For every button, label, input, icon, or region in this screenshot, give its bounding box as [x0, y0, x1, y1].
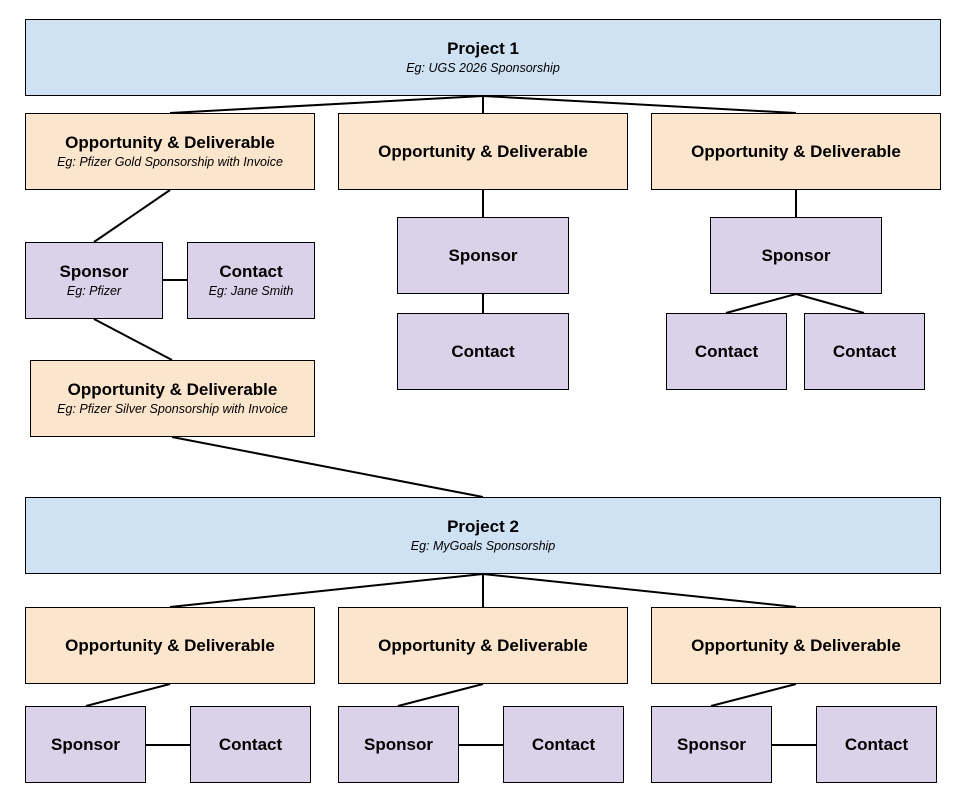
opportunity-1a2-subtitle: Eg: Pfizer Silver Sponsorship with Invoi…: [57, 402, 288, 416]
opportunity-2b-title: Opportunity & Deliverable: [378, 635, 588, 655]
sponsor-2a-title: Sponsor: [51, 734, 120, 754]
sponsor-1b-title: Sponsor: [448, 245, 518, 265]
contact-1a-box: Contact Eg: Jane Smith: [187, 242, 315, 319]
sponsor-2b-title: Sponsor: [364, 734, 433, 754]
contact-2a-box: Contact: [190, 706, 311, 783]
opportunity-2c-title: Opportunity & Deliverable: [691, 635, 901, 655]
opportunity-1a-title: Opportunity & Deliverable: [65, 133, 275, 152]
connector-opp1a-sponsor1a: [93, 189, 171, 243]
opportunity-1a2-box: Opportunity & Deliverable Eg: Pfizer Sil…: [30, 360, 315, 437]
contact-1b-box: Contact: [397, 313, 569, 390]
sponsor-1c-title: Sponsor: [761, 245, 831, 265]
sponsor-1a-title: Sponsor: [59, 262, 129, 281]
contact-2b-box: Contact: [503, 706, 624, 783]
opportunity-2a-box: Opportunity & Deliverable: [25, 607, 315, 684]
sponsor-2c-box: Sponsor: [651, 706, 772, 783]
connector-opp2a-sponsor2a: [85, 683, 171, 707]
contact-2a-title: Contact: [218, 734, 283, 754]
project-1-subtitle: Eg: UGS 2026 Sponsorship: [406, 61, 560, 75]
contact-1a-subtitle: Eg: Jane Smith: [208, 284, 294, 298]
connector-project2-opp2a: [169, 573, 484, 608]
connector-project2-opp2c: [482, 573, 797, 608]
connector-sponsor1a-opp1a2: [93, 318, 173, 361]
opportunity-1a2-title: Opportunity & Deliverable: [67, 380, 278, 399]
connector-project1-opp1a: [169, 95, 484, 114]
project-2-subtitle: Eg: MyGoals Sponsorship: [410, 539, 556, 553]
sponsor-1b-box: Sponsor: [397, 217, 569, 294]
opportunity-2b-box: Opportunity & Deliverable: [338, 607, 628, 684]
project-1-box: Project 1 Eg: UGS 2026 Sponsorship: [25, 19, 941, 96]
contact-1c1-box: Contact: [666, 313, 787, 390]
opportunity-1b-title: Opportunity & Deliverable: [378, 141, 588, 161]
sponsor-2c-title: Sponsor: [677, 734, 746, 754]
connector-opp2c-sponsor2c: [710, 683, 797, 707]
opportunity-1a-subtitle: Eg: Pfizer Gold Sponsorship with Invoice: [57, 155, 283, 169]
sponsor-2b-box: Sponsor: [338, 706, 459, 783]
project-1-title: Project 1: [447, 39, 519, 58]
contact-1b-title: Contact: [451, 341, 515, 361]
connector-sponsor1c-contact1c1: [725, 293, 797, 314]
opportunity-1c-box: Opportunity & Deliverable: [651, 113, 941, 190]
contact-2c-box: Contact: [816, 706, 937, 783]
connector-opp1a2-project2: [171, 436, 484, 498]
sponsor-1a-box: Sponsor Eg: Pfizer: [25, 242, 163, 319]
contact-2b-title: Contact: [531, 734, 596, 754]
connector-project1-opp1c: [482, 95, 797, 114]
contact-1a-title: Contact: [219, 262, 283, 281]
opportunity-2c-box: Opportunity & Deliverable: [651, 607, 941, 684]
opportunity-1b-box: Opportunity & Deliverable: [338, 113, 628, 190]
contact-1c2-title: Contact: [832, 341, 897, 361]
connector-sponsor1c-contact1c2: [795, 293, 865, 314]
contact-1c1-title: Contact: [694, 341, 759, 361]
sponsor-2a-box: Sponsor: [25, 706, 146, 783]
opportunity-1a-box: Opportunity & Deliverable Eg: Pfizer Gol…: [25, 113, 315, 190]
opportunity-1c-title: Opportunity & Deliverable: [691, 141, 901, 161]
contact-2c-title: Contact: [844, 734, 909, 754]
opportunity-2a-title: Opportunity & Deliverable: [65, 635, 275, 655]
connector-opp2b-sponsor2b: [397, 683, 484, 707]
sponsor-1a-subtitle: Eg: Pfizer: [66, 284, 122, 298]
project-2-box: Project 2 Eg: MyGoals Sponsorship: [25, 497, 941, 574]
contact-1c2-box: Contact: [804, 313, 925, 390]
sponsor-1c-box: Sponsor: [710, 217, 882, 294]
project-2-title: Project 2: [447, 517, 519, 536]
